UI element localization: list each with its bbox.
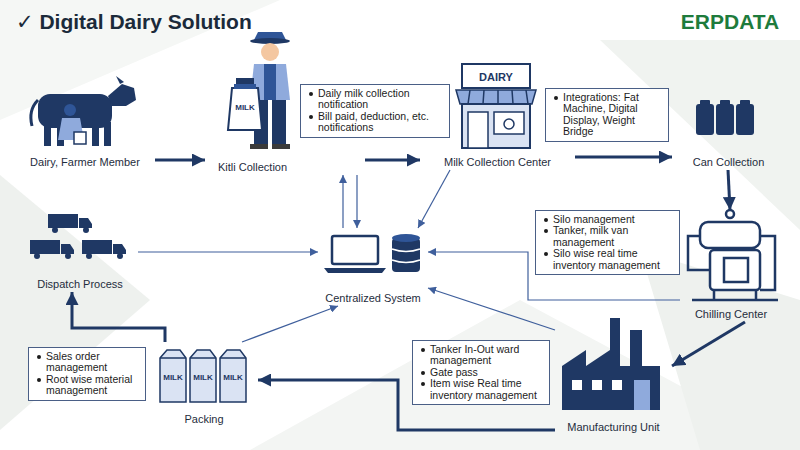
stage-node: Dispatch Process xyxy=(22,205,138,292)
dairy-shop-icon xyxy=(456,64,536,148)
stage-caption: Kitli Collection xyxy=(218,161,287,175)
bullet-dot xyxy=(37,355,41,359)
stage-node: Can Collection xyxy=(672,92,785,170)
flow-arrow xyxy=(672,322,745,366)
bullet-dot xyxy=(554,96,558,100)
trucks-icon xyxy=(30,214,126,259)
stage-node: Dairy, Farmer Member xyxy=(15,80,155,170)
flow-arrow xyxy=(155,159,205,162)
flow-arrow xyxy=(138,251,318,252)
flow-arrow xyxy=(72,292,165,342)
bullet-text: Gate pass xyxy=(417,367,544,378)
callout-box: Sales order managementRoot wise material… xyxy=(28,347,146,401)
bullet-text: Item wise Real time inventory management xyxy=(417,378,544,401)
bullet-dot xyxy=(309,92,313,96)
stage-node: Centralized System xyxy=(318,228,428,306)
icon-label: MILK xyxy=(235,104,255,112)
bullet-dot xyxy=(544,229,548,233)
chilling-machine-icon xyxy=(688,210,778,300)
callout-box: Daily milk collection notificationBill p… xyxy=(300,84,450,138)
flow-arrow xyxy=(342,175,343,228)
milk-can-icon xyxy=(228,78,262,130)
callout-box: Silo managementTanker, milk van manageme… xyxy=(535,210,680,275)
bullet-dot xyxy=(421,348,425,352)
stage-caption: Milk Collection Center xyxy=(444,156,551,170)
bullet-text: Silo management xyxy=(540,214,674,225)
bullet-dot xyxy=(421,371,425,375)
flow-arrow xyxy=(356,175,357,228)
factory-icon xyxy=(562,318,660,410)
icon-label: MILK xyxy=(163,374,183,382)
icon-label: MILK xyxy=(223,374,243,382)
laptop-database-icon xyxy=(324,234,420,273)
milk-cans-icon xyxy=(696,100,754,135)
bullet-dot xyxy=(544,252,548,256)
stage-caption: Can Collection xyxy=(693,156,765,170)
flow-arrow xyxy=(728,170,730,210)
bullet-text: Tanker, milk van management xyxy=(540,225,674,248)
stage-caption: Manufacturing Unit xyxy=(567,421,659,435)
flow-arrow xyxy=(242,306,338,342)
stage-node: Manufacturing Unit xyxy=(555,312,672,435)
cow-icon xyxy=(31,76,136,146)
flow-arrow xyxy=(418,170,450,228)
stage-caption: Dairy, Farmer Member xyxy=(30,156,140,170)
bullet-dot xyxy=(309,115,313,119)
bullet-text: Root wise material management xyxy=(33,374,140,397)
bullet-text: Silo wise real time inventory management xyxy=(540,248,674,271)
bullet-text: Sales order management xyxy=(33,351,140,374)
stage-caption: Centralized System xyxy=(325,292,420,306)
stage-node: Packing xyxy=(150,342,258,427)
bullet-dot xyxy=(544,218,548,222)
flow-arrow xyxy=(428,288,555,330)
callout-box: Integrations: Fat Machine, Digital Displ… xyxy=(545,88,669,142)
callout-box: Tanker In-Out ward managementGate passIt… xyxy=(412,340,550,405)
bullet-text: Bill paid, deduction, etc. notifications xyxy=(305,111,444,134)
stage-node: Chilling Center xyxy=(680,210,782,322)
icon-label: MILK xyxy=(193,374,213,382)
bullet-text: Daily milk collection notification xyxy=(305,88,444,111)
logo-text: ERPDATA xyxy=(681,11,779,32)
bullet-text: Tanker In-Out ward management xyxy=(417,344,544,367)
farmer-milking-icon xyxy=(58,104,86,144)
diagram-title: ✓ Digital Dairy Solution xyxy=(16,10,252,34)
stage-caption: Chilling Center xyxy=(695,308,767,322)
icon-label: DAIRY xyxy=(479,72,513,83)
stage-caption: Dispatch Process xyxy=(37,278,123,292)
milk-cartons-icon xyxy=(160,350,246,402)
bullet-dot xyxy=(421,382,425,386)
flow-arrow xyxy=(575,156,672,159)
flow-arrow xyxy=(365,159,420,162)
bullet-dot xyxy=(37,378,41,382)
bullet-text: Integrations: Fat Machine, Digital Displ… xyxy=(550,92,663,138)
stage-caption: Packing xyxy=(184,413,223,427)
